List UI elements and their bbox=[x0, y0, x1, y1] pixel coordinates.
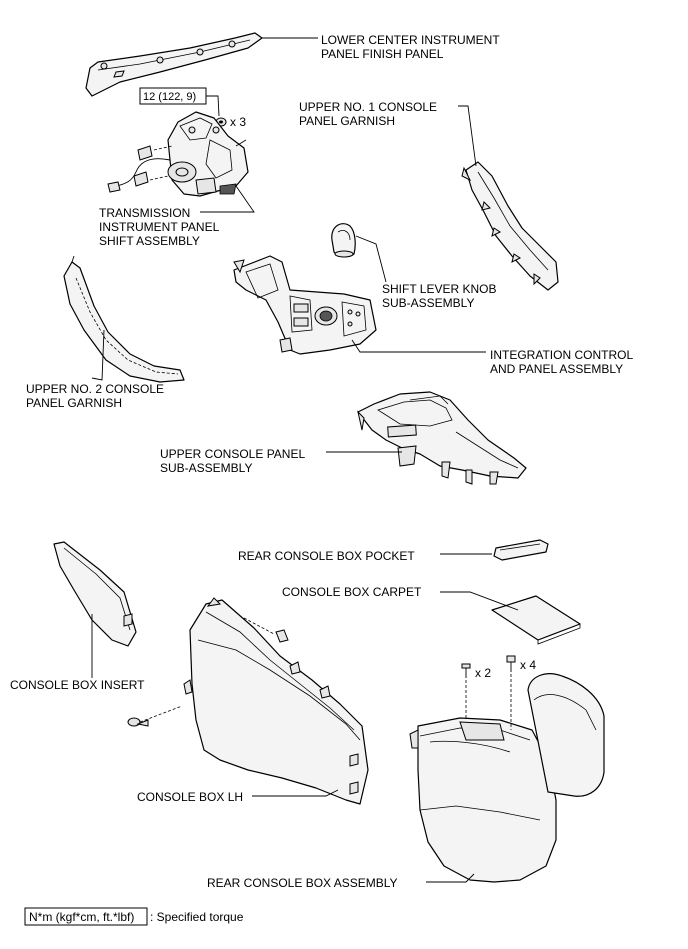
svg-text:SHIFT LEVER KNOB: SHIFT LEVER KNOB bbox=[382, 282, 496, 296]
console-box-carpet bbox=[491, 595, 581, 645]
upper-console-panel bbox=[357, 391, 527, 485]
label-integration-control: INTEGRATION CONTROL AND PANEL ASSEMBLY bbox=[490, 348, 633, 376]
svg-text:LOWER CENTER INSTRUMENT: LOWER CENTER INSTRUMENT bbox=[321, 33, 500, 47]
svg-text:SUB-ASSEMBLY: SUB-ASSEMBLY bbox=[382, 296, 474, 310]
console-box-lh bbox=[183, 597, 369, 805]
shift-lever-knob bbox=[331, 223, 356, 258]
label-upper-console-panel: UPPER CONSOLE PANEL SUB-ASSEMBLY bbox=[160, 447, 305, 475]
svg-text:INTEGRATION CONTROL: INTEGRATION CONTROL bbox=[490, 348, 633, 362]
svg-text:UPPER NO. 1 CONSOLE: UPPER NO. 1 CONSOLE bbox=[299, 100, 437, 114]
upper-no2-garnish bbox=[63, 255, 185, 383]
label-upper-no2-garnish: UPPER NO. 2 CONSOLE PANEL GARNISH bbox=[26, 382, 164, 410]
legend-box-text: N*m (kgf*cm, ft.*lbf) bbox=[29, 910, 134, 924]
upper-no1-garnish bbox=[461, 161, 559, 291]
label-console-box-insert: CONSOLE BOX INSERT bbox=[10, 678, 145, 692]
bolt-count-left: x 2 bbox=[475, 666, 491, 680]
label-lower-center-panel: LOWER CENTER INSTRUMENT PANEL FINISH PAN… bbox=[321, 33, 500, 61]
bolt-icon bbox=[506, 655, 516, 730]
rear-console-pocket bbox=[493, 539, 549, 561]
svg-text:PANEL GARNISH: PANEL GARNISH bbox=[26, 396, 122, 410]
bolt-count-right: x 4 bbox=[520, 658, 536, 672]
nut-count: x 3 bbox=[230, 115, 246, 129]
label-console-box-carpet: CONSOLE BOX CARPET bbox=[282, 585, 422, 599]
svg-text:UPPER CONSOLE PANEL: UPPER CONSOLE PANEL bbox=[160, 447, 305, 461]
label-upper-no1-garnish: UPPER NO. 1 CONSOLE PANEL GARNISH bbox=[299, 100, 437, 128]
rear-console-box-assembly bbox=[409, 673, 605, 883]
console-box-insert bbox=[53, 541, 137, 647]
svg-text:TRANSMISSION: TRANSMISSION bbox=[99, 206, 190, 220]
legend-box bbox=[24, 907, 148, 926]
svg-text:SHIFT ASSEMBLY: SHIFT ASSEMBLY bbox=[99, 234, 200, 248]
transmission-shift-assembly bbox=[107, 111, 249, 197]
label-rear-console-assembly: REAR CONSOLE BOX ASSEMBLY bbox=[207, 876, 398, 890]
label-rear-console-pocket: REAR CONSOLE BOX POCKET bbox=[238, 549, 415, 563]
bolt-icon bbox=[461, 663, 471, 720]
screw-icon bbox=[127, 617, 289, 727]
svg-text:SUB-ASSEMBLY: SUB-ASSEMBLY bbox=[160, 461, 252, 475]
svg-text:AND PANEL ASSEMBLY: AND PANEL ASSEMBLY bbox=[490, 362, 623, 376]
legend-description: : Specified torque bbox=[150, 910, 244, 924]
svg-text:UPPER NO. 2 CONSOLE: UPPER NO. 2 CONSOLE bbox=[26, 382, 164, 396]
svg-text:INSTRUMENT PANEL: INSTRUMENT PANEL bbox=[99, 220, 220, 234]
svg-text:PANEL GARNISH: PANEL GARNISH bbox=[299, 114, 395, 128]
lower-center-finish-panel bbox=[85, 32, 263, 97]
label-shift-lever-knob: SHIFT LEVER KNOB SUB-ASSEMBLY bbox=[382, 282, 496, 310]
label-transmission-shift: TRANSMISSION INSTRUMENT PANEL SHIFT ASSE… bbox=[99, 206, 220, 248]
integration-control-panel bbox=[233, 255, 377, 355]
svg-text:PANEL FINISH PANEL: PANEL FINISH PANEL bbox=[321, 47, 444, 61]
torque-value: 12 (122, 9) bbox=[143, 91, 196, 103]
label-console-box-lh: CONSOLE BOX LH bbox=[137, 790, 243, 804]
